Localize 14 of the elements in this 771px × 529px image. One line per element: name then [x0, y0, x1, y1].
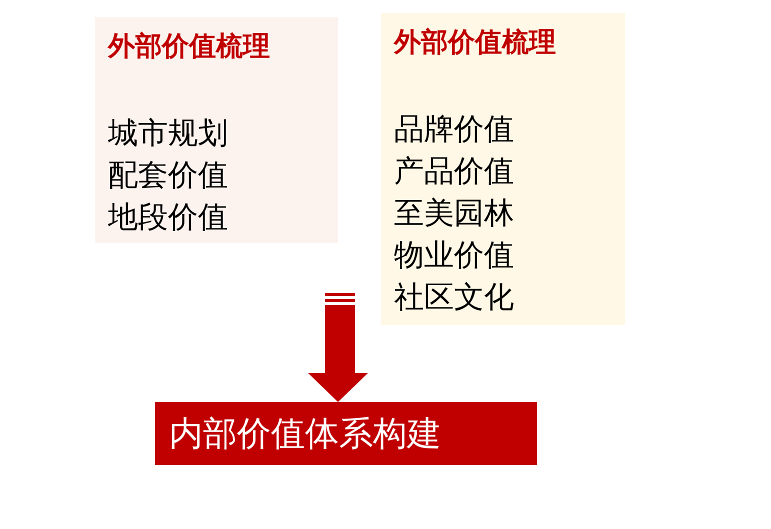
value-item: 社区文化 — [394, 279, 515, 317]
result-label: 内部价值体系构建 — [169, 416, 441, 450]
block-arrow — [308, 293, 368, 402]
value-item: 配套价值 — [108, 157, 229, 195]
category-title: 外部价值梳理 — [108, 30, 271, 64]
value-item: 物业价值 — [394, 237, 515, 275]
value-item: 品牌价值 — [394, 111, 515, 149]
value-item: 至美园林 — [394, 195, 515, 233]
category-box — [381, 13, 625, 325]
value-item: 产品价值 — [394, 153, 515, 191]
result-box — [155, 402, 537, 465]
value-item: 城市规划 — [108, 115, 229, 153]
value-item: 地段价值 — [108, 199, 229, 237]
category-title: 外部价值梳理 — [394, 26, 557, 60]
